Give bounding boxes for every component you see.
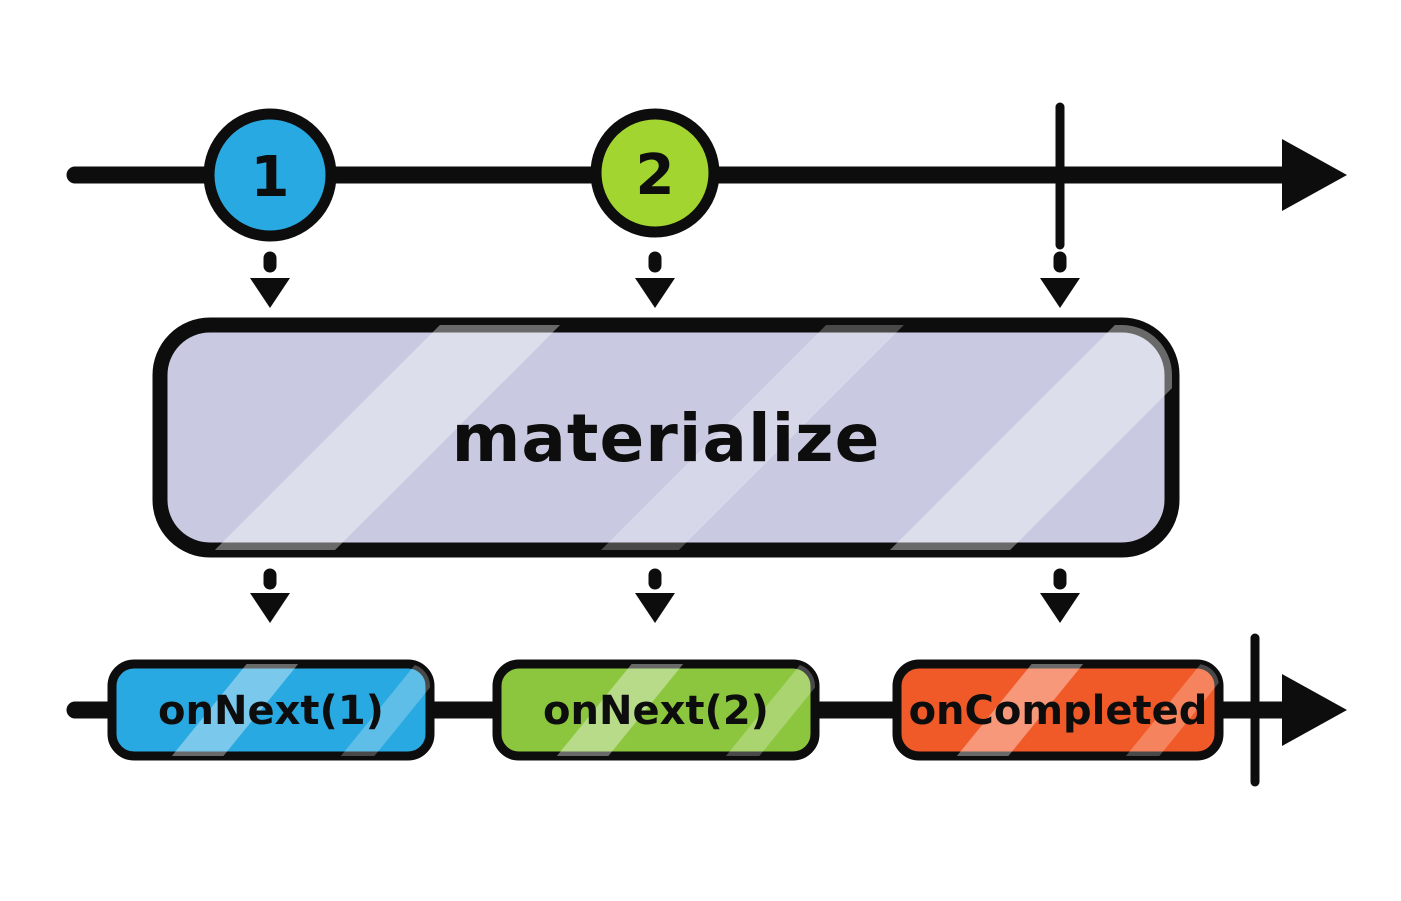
- event-onnext-1: onNext(1): [107, 659, 435, 761]
- down-arrow-icon: [635, 278, 675, 308]
- event-onnext-2-rect: [492, 659, 820, 761]
- output-timeline-arrowhead: [1282, 674, 1347, 746]
- event-oncompleted-label: onCompleted: [909, 688, 1208, 734]
- event-onnext-2-label: onNext(2): [543, 688, 769, 734]
- marble-1-circle: [203, 108, 337, 242]
- event-onnext-1-rect: [107, 659, 435, 761]
- operator-box-rect: [152, 317, 1180, 558]
- down-arrow-icon: [1040, 278, 1080, 308]
- source-timeline-arrowhead: [1282, 139, 1347, 211]
- emit-arrow-top-1: [250, 251, 290, 308]
- marble-2-label: 2: [636, 143, 675, 208]
- event-onnext-2: onNext(2): [492, 659, 820, 761]
- event-onnext-1-label: onNext(1): [158, 688, 384, 734]
- emit-arrow-bottom-1: [250, 568, 290, 623]
- event-oncompleted: onCompleted: [892, 659, 1224, 761]
- down-arrow-icon: [635, 593, 675, 623]
- down-arrow-icon: [250, 593, 290, 623]
- event-oncompleted-rect: [892, 659, 1224, 761]
- emit-arrow-top-2: [635, 251, 675, 308]
- marble-1-label: 1: [251, 145, 290, 210]
- marble-2: 2: [590, 108, 720, 238]
- operator-label: materialize: [452, 400, 881, 477]
- event-oncompleted-stripes: [939, 664, 1219, 756]
- event-onnext-2-stripes: [539, 664, 815, 756]
- emit-arrow-top-3: [1040, 251, 1080, 308]
- operator-box: materialize: [152, 317, 1180, 558]
- down-arrow-icon: [1040, 593, 1080, 623]
- event-onnext-1-stripes: [154, 664, 430, 756]
- emit-arrow-bottom-3: [1040, 568, 1080, 623]
- emit-arrow-bottom-2: [635, 568, 675, 623]
- marble-2-circle: [590, 108, 720, 238]
- down-arrow-icon: [250, 278, 290, 308]
- marble-1: 1: [203, 108, 337, 242]
